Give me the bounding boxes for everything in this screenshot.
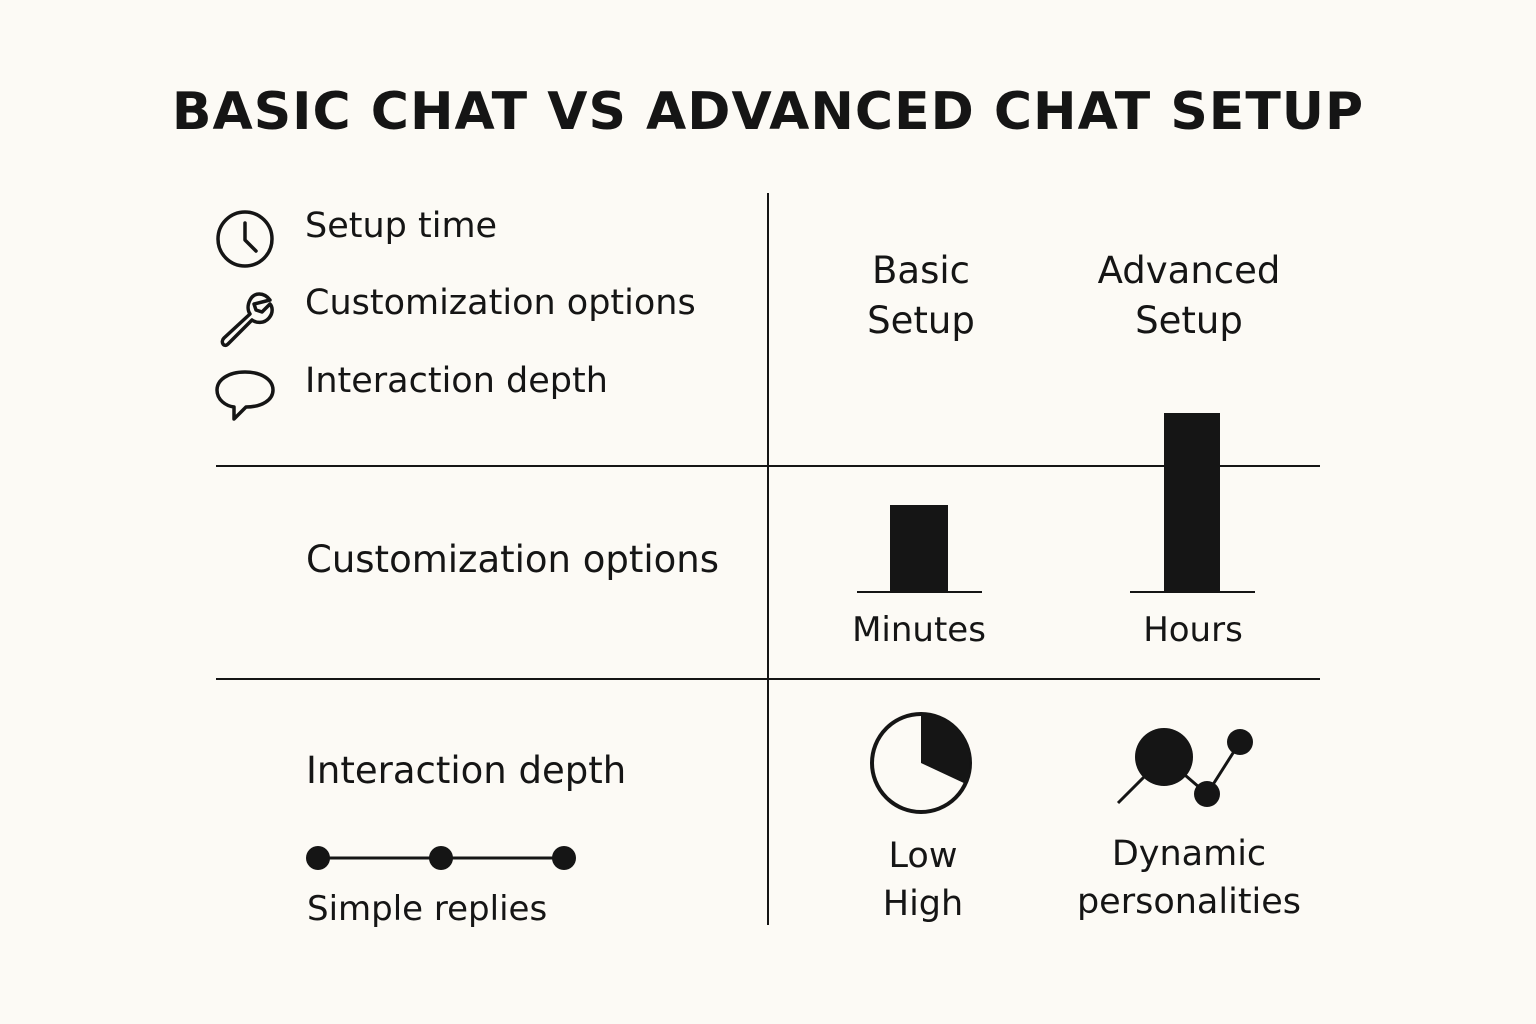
row-divider-top — [216, 465, 1320, 467]
legend-label-interaction: Interaction depth — [305, 361, 608, 401]
page-title: BASIC CHAT VS ADVANCED CHAT SETUP — [171, 82, 1365, 142]
column-divider — [767, 193, 769, 925]
caption-low-high: Low High — [882, 836, 964, 924]
column-header-basic: Basic Setup — [867, 249, 975, 342]
row-label-customization: Customization options — [306, 538, 720, 581]
caption-simple-replies: Simple replies — [307, 889, 548, 929]
clock-icon — [216, 210, 274, 268]
bar-basic — [890, 505, 948, 592]
legend-label-customization: Customization options — [305, 283, 696, 323]
simple-replies-connector-icon — [306, 846, 576, 870]
wrench-icon — [220, 292, 274, 348]
column-header-advanced: Advanced Setup — [1097, 249, 1281, 342]
row-divider-bottom — [216, 678, 1320, 680]
caption-minutes: Minutes — [852, 610, 986, 650]
row-label-interaction: Interaction depth — [306, 749, 627, 792]
legend-label-setup-time: Setup time — [305, 206, 498, 246]
speech-bubble-icon — [215, 370, 275, 421]
network-nodes-icon — [1116, 728, 1253, 807]
bar-advanced — [1164, 413, 1220, 592]
bar-baseline-basic — [857, 591, 982, 593]
caption-dynamic-personalities: Dynamic personalities — [1076, 834, 1302, 922]
bar-baseline-advanced — [1130, 591, 1255, 593]
caption-hours: Hours — [1143, 610, 1243, 650]
pie-gauge-icon — [870, 712, 972, 814]
